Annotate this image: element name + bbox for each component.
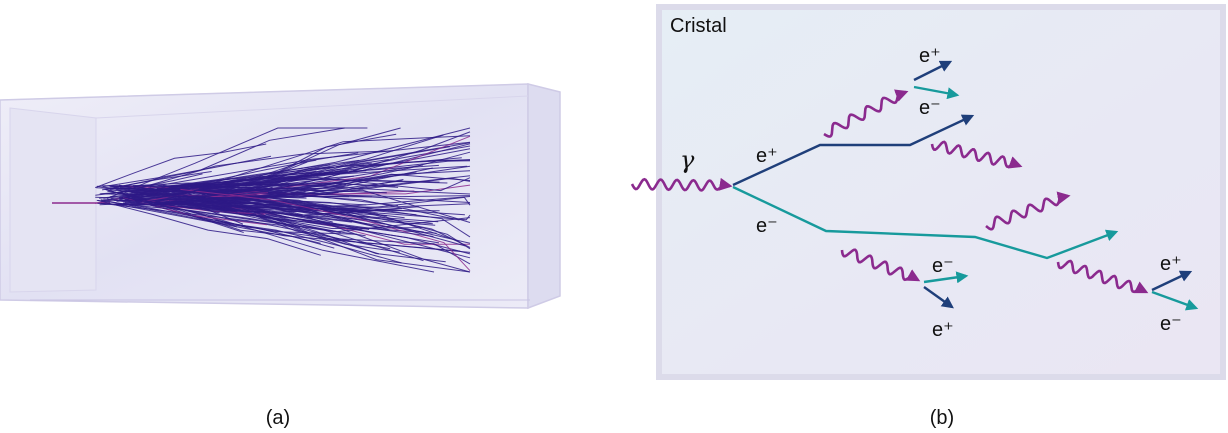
label-top-pair-positron: e⁺	[919, 45, 941, 67]
incoming-photon	[630, 177, 733, 192]
shower-track	[135, 150, 394, 190]
shower-track	[115, 203, 461, 252]
shower-track	[201, 159, 471, 196]
block-inner-face	[9, 107, 97, 293]
shower-track	[199, 186, 272, 193]
gamma-symbol: γ	[680, 146, 695, 174]
label-right-pair-positron: e⁺	[1160, 253, 1182, 275]
photon-lower-right	[1056, 259, 1149, 294]
shower-track	[125, 195, 424, 233]
caption-a: (a)	[266, 407, 290, 429]
shower-track	[159, 127, 471, 194]
shower-track	[122, 159, 317, 200]
shower-track	[145, 203, 402, 264]
shower-track	[96, 199, 180, 211]
shower-track	[102, 171, 212, 191]
shower-track	[176, 164, 331, 195]
caption-b: (b)	[930, 407, 954, 429]
label-mid-pair-electron: e⁻	[932, 255, 954, 277]
shower-tracks	[94, 127, 471, 273]
photon-upper-left	[823, 89, 909, 138]
shower-track	[175, 187, 471, 198]
crystal-label: Cristal	[670, 15, 727, 37]
shower-track	[196, 182, 399, 198]
label-mid-pair-positron: e⁺	[932, 319, 954, 341]
shower-track	[129, 185, 313, 219]
photon-lower-left	[840, 248, 921, 282]
shower-track	[150, 159, 360, 192]
shower-track	[180, 188, 471, 272]
label-e-plus-upper: e⁺	[756, 145, 778, 167]
shower-track	[97, 199, 321, 256]
right-pair-positron-arrow	[1151, 270, 1193, 292]
shower-track	[149, 152, 359, 205]
panel-b: Cristal γ e⁺ e⁻ e⁺ e⁻ e⁻ e⁺ e⁺ e⁻ (b)	[630, 4, 1226, 429]
shower-track	[157, 188, 434, 237]
shower-track	[135, 202, 366, 237]
positron-track-upper	[732, 114, 975, 187]
mid-pair-positron-arrow	[923, 286, 954, 309]
panel-a: (a)	[0, 83, 561, 429]
label-e-minus-lower: e⁻	[756, 215, 778, 237]
shower-track	[200, 135, 471, 188]
shower-track	[149, 141, 471, 188]
right-pair-electron-arrow	[1151, 290, 1199, 311]
shower-track	[103, 198, 439, 223]
block-side-face	[527, 83, 561, 310]
shower-track	[154, 201, 335, 249]
top-pair-positron-arrow	[913, 60, 953, 82]
shower-track	[115, 127, 345, 188]
shower-track	[95, 143, 267, 189]
shower-track	[157, 182, 242, 192]
photon-lower-mid	[985, 191, 1071, 231]
shower-track	[168, 201, 440, 213]
mid-pair-electron-arrow	[923, 271, 969, 284]
label-right-pair-electron: e⁻	[1160, 313, 1182, 335]
block-edge	[95, 95, 529, 119]
shower-track	[196, 196, 471, 211]
top-pair-electron-arrow	[913, 85, 960, 100]
label-top-pair-electron: e⁻	[919, 97, 941, 119]
electron-track-lower	[732, 185, 1119, 260]
shower-track	[106, 127, 368, 199]
shower-track	[104, 188, 301, 228]
shower-track	[183, 189, 471, 223]
photon-upper-right	[930, 140, 1023, 169]
